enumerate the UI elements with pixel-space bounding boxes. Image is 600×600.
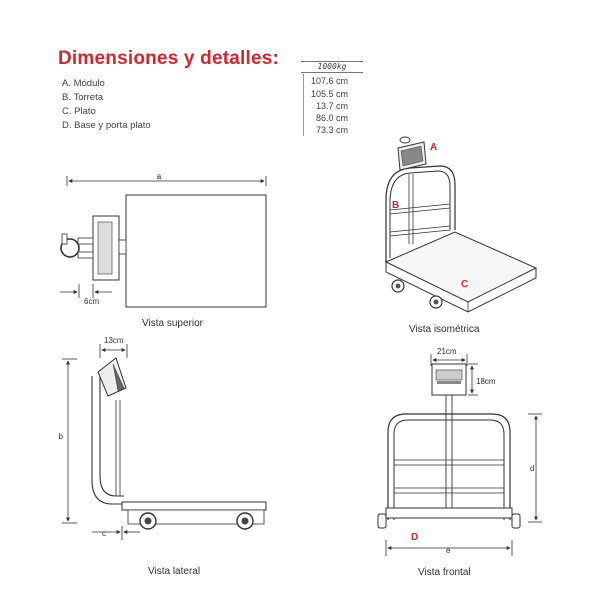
side-view-drawing: b 13cm c — [59, 336, 267, 540]
view-label-front: Vista frontal — [418, 567, 471, 578]
measurement-b: 105.5 cm — [310, 89, 348, 99]
view-label-iso: Vista isométrica — [409, 324, 480, 335]
dimension-label-d: d — [530, 464, 534, 473]
view-label-side: Vista lateral — [148, 566, 201, 577]
capacity-header: 1000kg — [301, 61, 363, 73]
iso-marker-a: A — [430, 142, 437, 153]
side-view-base — [121, 501, 267, 511]
front-view-drawing: 21cm 18cm — [377, 347, 542, 556]
measurement-c: 13.7 cm — [315, 101, 348, 111]
top-view-drawing: a 6cm — [60, 172, 267, 308]
top-view-handle — [60, 238, 80, 258]
dimension-label-21cm: 21cm — [437, 347, 457, 356]
part-label-plate: C. Plato — [62, 106, 96, 117]
measurement-e: 73.3 cm — [315, 125, 348, 135]
measurement-a: 107.6 cm — [310, 76, 348, 86]
front-view-base — [385, 507, 513, 519]
page-title: Dimensiones y detalles: — [58, 48, 280, 69]
iso-marker-c: C — [461, 279, 468, 290]
dimension-label-a: a — [157, 172, 162, 181]
measurement-d: 86.0 cm — [315, 113, 348, 123]
part-label-turret: B. Torreta — [62, 92, 104, 103]
dimension-label-c: c — [102, 529, 106, 538]
part-label-module: A. Módulo — [62, 78, 105, 89]
dimension-label-6cm: 6cm — [84, 297, 99, 306]
dimension-label-13cm: 13cm — [104, 336, 124, 345]
measurements-divider — [303, 74, 304, 136]
top-view-plate — [125, 194, 267, 308]
dimension-label-e: e — [446, 546, 451, 555]
front-marker-d: D — [411, 532, 418, 543]
view-label-top: Vista superior — [142, 318, 203, 329]
iso-view-plate — [384, 231, 538, 303]
part-label-base: D. Base y porta plato — [62, 120, 151, 131]
dimension-label-18cm: 18cm — [476, 377, 496, 386]
side-view-module — [97, 357, 127, 397]
dimension-label-b: b — [59, 432, 64, 441]
iso-view-drawing: A B C — [384, 136, 538, 313]
iso-marker-b: B — [392, 200, 399, 211]
